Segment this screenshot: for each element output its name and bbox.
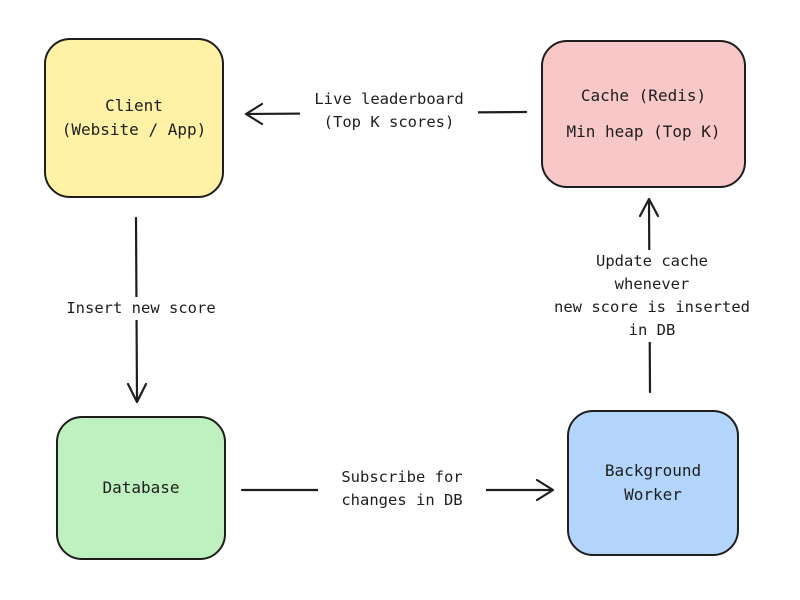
background-worker-node-label: Background Worker (604, 461, 702, 504)
cache-node: Cache (Redis) Min heap (Top K) (541, 40, 746, 188)
cache-node-label: Cache (Redis) (580, 86, 707, 105)
background-worker-node: Background Worker (567, 410, 739, 556)
edge-label-live-leaderboard: Live leaderboard (Top K scores) (300, 88, 478, 134)
edge-label-update-cache: Update cache whenever new score is inser… (548, 250, 756, 342)
cache-node-sublabel: Min heap (Top K) (566, 122, 721, 141)
client-node: Client (Website / App) (44, 38, 224, 198)
database-node-label: Database (102, 478, 180, 497)
client-node-label: Client (Website / App) (61, 96, 207, 139)
database-node: Database (56, 416, 226, 560)
edge-label-subscribe-changes: Subscribe for changes in DB (318, 466, 486, 512)
edge-label-insert-new-score: Insert new score (52, 297, 230, 320)
